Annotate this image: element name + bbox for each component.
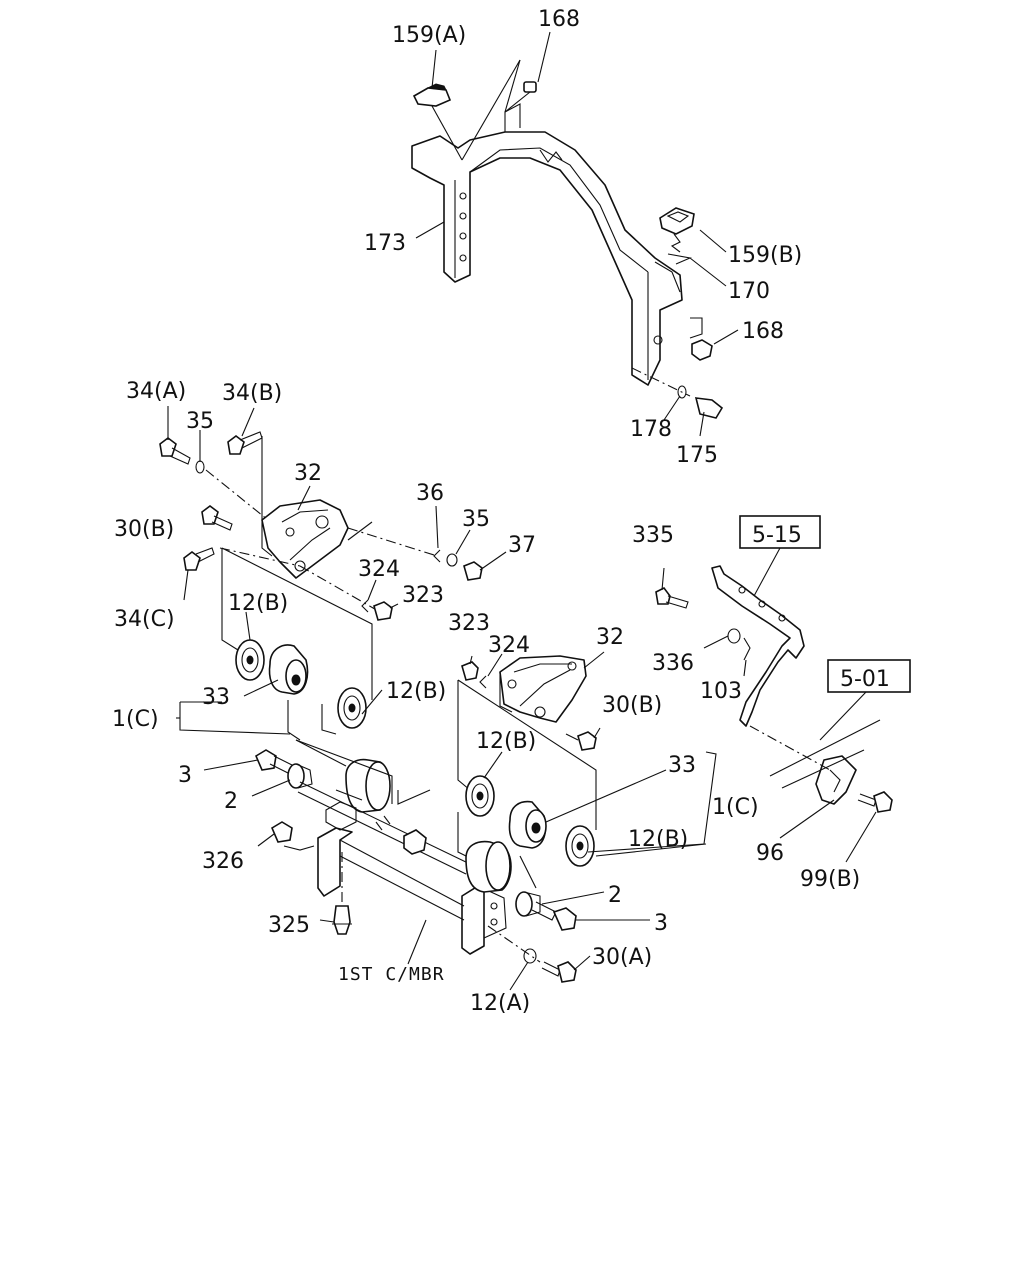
callout-168-top: 168 xyxy=(538,7,580,32)
callout-33-right: 33 xyxy=(668,753,696,778)
callout-12a: 12(A) xyxy=(470,991,530,1016)
frame-bracket-173 xyxy=(411,103,683,386)
clip-324-mid xyxy=(479,675,487,689)
spacer-2-right xyxy=(515,891,541,917)
callout-30b-mid: 30(B) xyxy=(602,693,662,718)
nut-168-right xyxy=(689,317,713,361)
callout-336: 336 xyxy=(652,651,694,676)
bracket-32-left xyxy=(261,499,349,579)
callout-35-left: 35 xyxy=(186,409,214,434)
callout-2-left: 2 xyxy=(224,789,238,814)
callout-159b: 159(B) xyxy=(728,243,802,268)
callout-3-left: 3 xyxy=(178,763,192,788)
callout-32-mid: 32 xyxy=(596,625,624,650)
reference-label-5-01[interactable]: 5-01 xyxy=(840,667,890,692)
callout-30b-left: 30(B) xyxy=(114,517,174,542)
clip-nut-left xyxy=(299,565,393,621)
bushing-assembly-right xyxy=(457,679,597,893)
lever-96 xyxy=(749,719,881,805)
callout-33-left: 33 xyxy=(202,685,230,710)
bolt-30b-mid xyxy=(565,731,597,751)
washer-12a xyxy=(487,925,541,964)
callout-34c: 34(C) xyxy=(114,607,175,632)
bolt-30b-left xyxy=(201,505,233,531)
callout-168-right: 168 xyxy=(742,319,784,344)
callout-99b: 99(B) xyxy=(800,867,860,892)
callout-37: 37 xyxy=(508,533,536,558)
callout-323-mid: 323 xyxy=(448,611,490,636)
callout-103: 103 xyxy=(700,679,742,704)
washer-336 xyxy=(727,628,741,644)
bolt-34a xyxy=(159,437,269,521)
bolt-34b xyxy=(227,431,263,520)
callout-325: 325 xyxy=(268,913,310,938)
callout-12b-mid: 12(B) xyxy=(476,729,536,754)
bolt-99b xyxy=(857,791,893,813)
clip-washer-nut-right xyxy=(347,521,483,581)
bolt-335 xyxy=(655,586,689,609)
bolt-175-washer-178 xyxy=(631,367,724,419)
callout-12b-left-top: 12(B) xyxy=(228,591,288,616)
callout-12b-left-mid: 12(B) xyxy=(386,679,446,704)
callout-32-left: 32 xyxy=(294,461,322,486)
callout-34a: 34(A) xyxy=(126,379,186,404)
callout-170: 170 xyxy=(728,279,770,304)
reference-5-01[interactable] xyxy=(827,659,911,693)
bracket-32-mid xyxy=(499,655,587,723)
callout-34b: 34(B) xyxy=(222,381,282,406)
reference-label-5-15[interactable]: 5-15 xyxy=(752,523,802,548)
callout-326: 326 xyxy=(202,849,244,874)
callout-335: 335 xyxy=(632,523,674,548)
callout-324-left: 324 xyxy=(358,557,400,582)
bushing-assembly-left xyxy=(221,547,431,813)
spacer-2-left xyxy=(287,763,313,789)
callout-1c-left: 1(C) xyxy=(112,707,159,732)
callout-1st-cross-member: 1ST C/MBR xyxy=(338,964,445,985)
callout-1c-right: 1(C) xyxy=(712,795,759,820)
callout-323-left: 323 xyxy=(402,583,444,608)
callout-3-right: 3 xyxy=(654,911,668,936)
nut-326 xyxy=(270,821,315,851)
leader-lines xyxy=(167,31,877,991)
callout-96: 96 xyxy=(756,841,784,866)
callout-2-right: 2 xyxy=(608,883,622,908)
bolt-34c xyxy=(183,547,301,571)
bolt-3-left xyxy=(254,749,295,775)
pin-103 xyxy=(743,637,751,661)
callout-178: 178 xyxy=(630,417,672,442)
nut-168-top xyxy=(461,59,537,161)
mount-pad-159a xyxy=(412,83,463,161)
spring-170 xyxy=(667,253,692,265)
callout-324-mid: 324 xyxy=(488,633,530,658)
callout-12b-right: 12(B) xyxy=(628,827,688,852)
callout-175: 175 xyxy=(676,443,718,468)
callout-159a: 159(A) xyxy=(392,23,466,48)
bolt-30a xyxy=(541,961,577,983)
callout-35-right: 35 xyxy=(462,507,490,532)
nut-323-mid xyxy=(461,661,479,681)
callout-30a: 30(A) xyxy=(592,945,652,970)
callout-labels: 159(A) 168 173 159(B) 170 168 178 175 34… xyxy=(112,7,890,1016)
mount-pad-159b xyxy=(659,207,695,253)
bolt-325 xyxy=(332,852,352,935)
callout-36: 36 xyxy=(416,481,444,506)
callout-173: 173 xyxy=(364,231,406,256)
bolt-3-right xyxy=(531,901,577,931)
